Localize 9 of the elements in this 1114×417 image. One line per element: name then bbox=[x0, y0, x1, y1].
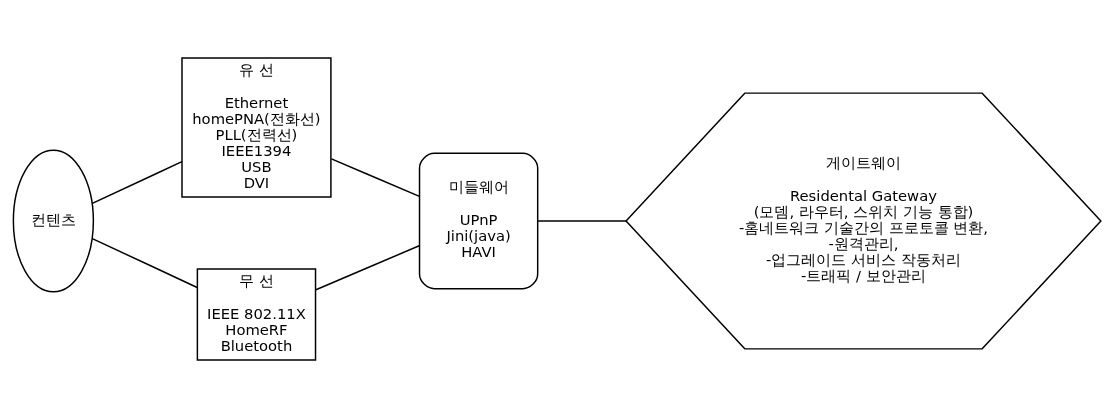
connector bbox=[91, 237, 198, 288]
connector bbox=[91, 160, 183, 204]
node-ellipse: 컨텐츠 bbox=[12, 149, 95, 292]
connector bbox=[315, 244, 420, 290]
node-box: 유 선 Ethernet homePNA(전화선) PLL(전력선) IEEE1394 USB DVI bbox=[181, 56, 332, 198]
connector bbox=[537, 219, 627, 222]
connector bbox=[330, 157, 421, 197]
node-box: 무 선 IEEE 802.11X HomeRF Bluetooth bbox=[196, 267, 317, 361]
node-box: 미들웨어 UPnP Jini(java) HAVI bbox=[418, 152, 539, 289]
